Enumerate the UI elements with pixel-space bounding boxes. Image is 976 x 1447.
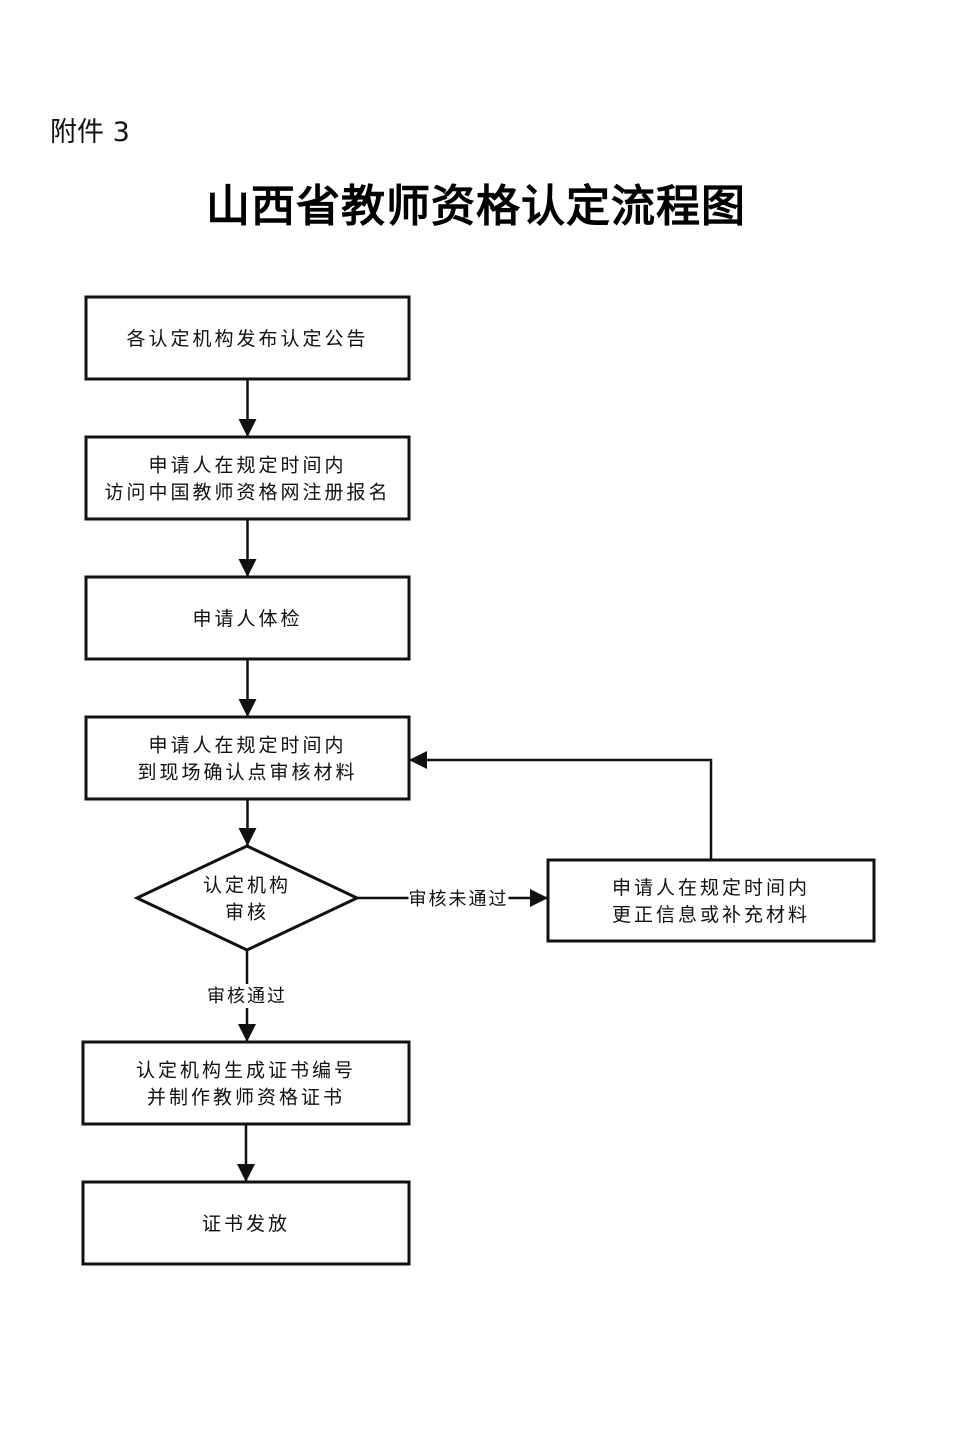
node-label: 认定机构生成证书编号 [136,1060,356,1082]
node-label: 更正信息或补充材料 [612,904,810,926]
process-box [84,715,411,801]
nodes-layer: 各认定机构发布认定公告申请人在规定时间内访问中国教师资格网注册报名申请人体检申请… [81,295,876,1266]
edge-label-bg [408,887,509,911]
process-box [81,1180,411,1266]
page-title: 山西省教师资格认定流程图 [0,170,976,234]
edge-label: 审核未通过 [409,889,509,910]
node-label: 各认定机构发布认定公告 [126,328,368,350]
node-label: 申请人体检 [192,608,302,630]
node-label: 申请人在规定时间内 [612,877,810,899]
process-node: 申请人体检 [84,575,411,661]
node-label: 访问中国教师资格网注册报名 [104,482,390,504]
node-label: 证书发放 [202,1213,290,1235]
edge-label-bg [201,984,293,1008]
flow-arrow [409,751,713,860]
process-box [84,295,411,381]
node-label: 审核 [225,902,269,924]
decision-diamond [133,844,361,952]
attachment-label: 附件 3 [50,117,130,148]
node-label: 申请人在规定时间内 [148,735,346,757]
node-label: 并制作教师资格证书 [147,1087,345,1109]
process-node: 各认定机构发布认定公告 [84,295,411,381]
process-node: 证书发放 [81,1180,411,1266]
title-text: 山西省教师资格认定流程图 [206,181,746,232]
node-label: 到现场确认点审核材料 [137,762,357,784]
process-box [81,1040,411,1126]
process-box [546,858,876,943]
process-box [84,435,411,521]
edge-label: 审核通过 [207,986,287,1007]
process-box [84,575,411,661]
node-label: 认定机构 [203,875,291,897]
node-label: 申请人在规定时间内 [148,455,346,477]
